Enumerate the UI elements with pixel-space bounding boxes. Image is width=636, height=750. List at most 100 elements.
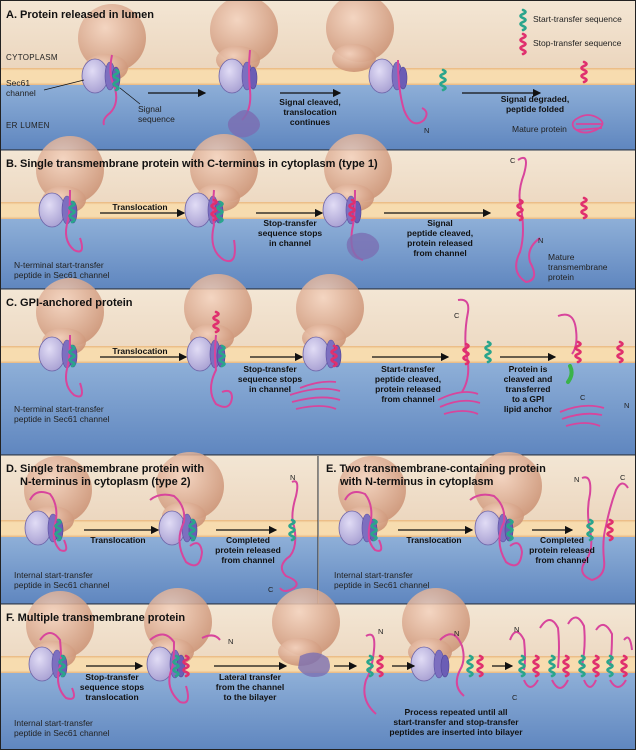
- c-terminus-label: C: [510, 156, 516, 165]
- step-label: Completed: [226, 535, 270, 545]
- peptide-chain: [210, 334, 234, 408]
- step-label: sequence stops: [80, 682, 145, 692]
- step-label: from channel: [413, 248, 466, 258]
- step-label: Stop-transfer: [85, 672, 139, 682]
- peptide-chain: [397, 59, 428, 125]
- step-label: Stop-transfer: [263, 218, 317, 228]
- panel-f: F. Multiple transmembrane protein Stop-t…: [0, 588, 636, 750]
- step-label: Translocation: [112, 202, 167, 212]
- cytoplasm-label: CYTOPLASM: [6, 53, 58, 62]
- step-label: start-transfer and stop-transfer: [393, 717, 519, 727]
- n-terminus-label: N: [574, 475, 579, 484]
- peptide-chain: [344, 491, 383, 552]
- step-label: peptide cleaved,: [407, 228, 473, 238]
- step-label: transferred: [506, 384, 551, 394]
- n-terminus-label: N: [424, 126, 429, 135]
- panel-b-title: B. Single transmembrane protein with C-t…: [6, 158, 378, 170]
- mature-label: protein: [548, 272, 574, 282]
- er-lumen-label: ER LUMEN: [6, 121, 50, 130]
- step-label: Translocation: [90, 535, 145, 545]
- step-label: translocation: [283, 107, 336, 117]
- stop-transfer-legend-label: Stop-transfer sequence: [533, 38, 622, 48]
- step-label: translocation: [85, 692, 138, 702]
- footnote: peptide in Sec61 channel: [14, 580, 110, 590]
- step-label: Stop-transfer: [243, 364, 297, 374]
- step-label: cleaved and: [504, 374, 553, 384]
- step-label: lipid anchor: [504, 404, 553, 414]
- step-label: sequence stops: [258, 228, 323, 238]
- step-label: protein released: [407, 238, 473, 248]
- step-label: from channel: [535, 555, 588, 565]
- step-label: protein released: [529, 545, 595, 555]
- transmembrane-protein: [515, 156, 541, 284]
- multipass-protein: [523, 679, 627, 689]
- footnote: peptide in Sec61 channel: [14, 414, 110, 424]
- sec61-label: channel: [6, 88, 36, 98]
- footnote: N-terminal start-transfer: [14, 260, 104, 270]
- step-label: protein released: [215, 545, 281, 555]
- multipass-protein: [509, 616, 633, 671]
- step-label: sequence stops: [238, 374, 303, 384]
- peptide-chain: [469, 493, 524, 567]
- folded-protein: [227, 110, 260, 138]
- type2-protein: [279, 480, 299, 592]
- signal-sequence-label: sequence: [138, 114, 175, 124]
- legend: Start-transfer sequence Stop-transfer se…: [519, 8, 622, 56]
- mature-label: Mature: [548, 252, 575, 262]
- c-terminus-label: C: [620, 473, 626, 482]
- footnote: peptide in Sec61 channel: [14, 728, 110, 738]
- sec61-label: Sec61: [6, 78, 30, 88]
- footnote: Internal start-transfer: [14, 718, 93, 728]
- panel-e-title: E. Two transmembrane-containing protein: [326, 463, 546, 475]
- step-label: peptide cleaved,: [375, 374, 441, 384]
- panel-e-title: with N-terminus in cytoplasm: [339, 476, 494, 488]
- step-label: peptides are inserted into bilayer: [389, 727, 523, 737]
- panel-a-title: A. Protein released in lumen: [6, 9, 154, 21]
- step-label: Translocation: [406, 535, 461, 545]
- n-terminus-label: N: [378, 627, 383, 636]
- panel-c-title: C. GPI-anchored protein: [6, 297, 133, 309]
- mature-protein-label: Mature protein: [512, 124, 567, 134]
- start-transfer-legend-label: Start-transfer sequence: [533, 14, 622, 24]
- n-terminus-label: N: [290, 473, 295, 482]
- step-label: protein released: [375, 384, 441, 394]
- panel-e: E. Two transmembrane-containing protein …: [319, 452, 636, 604]
- step-label: Start-transfer: [381, 364, 436, 374]
- n-terminus-label: N: [514, 625, 519, 634]
- footnote: peptide in Sec61 channel: [334, 580, 430, 590]
- panel-b: B. Single transmembrane protein with C-t…: [0, 134, 636, 289]
- panel-a: A. Protein released in lumen CYTOPLASM E…: [0, 0, 636, 150]
- n-terminus-label: N: [538, 236, 543, 245]
- peptide-chain: [149, 633, 189, 704]
- c-terminus-label: C: [580, 393, 586, 402]
- c-terminus-label: C: [454, 311, 460, 320]
- step-label: Signal cleaved,: [279, 97, 340, 107]
- step-label: Completed: [540, 535, 584, 545]
- peptide-chain: [201, 634, 221, 641]
- peptide-chain: [439, 633, 465, 697]
- folded-protein: [289, 380, 341, 410]
- step-label: Signal degraded,: [501, 94, 570, 104]
- step-label: from channel: [381, 394, 434, 404]
- folded-protein: [437, 391, 481, 415]
- step-label: peptide folded: [506, 104, 564, 114]
- c-terminus-label: C: [268, 585, 274, 594]
- gpi-anchored-protein: [559, 404, 605, 427]
- gpi-anchor: [566, 364, 574, 384]
- n-terminus-label: N: [228, 637, 233, 646]
- leader-line: [43, 79, 85, 91]
- step-label: Process repeated until all: [405, 707, 508, 717]
- footnote: Internal start-transfer: [334, 570, 413, 580]
- step-label: in channel: [269, 238, 311, 248]
- footnote: Internal start-transfer: [14, 570, 93, 580]
- step-label: Translocation: [112, 346, 167, 356]
- peptide-chain: [149, 493, 204, 567]
- panel-d-title: D. Single transmembrane protein with: [6, 463, 204, 475]
- folded-protein: [346, 232, 380, 260]
- panel-d-title: N-terminus in cytoplasm (type 2): [20, 476, 191, 488]
- panel-c: C. GPI-anchored protein Translocation St…: [0, 274, 636, 455]
- c-terminus-label: C: [512, 693, 518, 702]
- footnote: N-terminal start-transfer: [14, 404, 104, 414]
- peptide-chain: [39, 632, 75, 700]
